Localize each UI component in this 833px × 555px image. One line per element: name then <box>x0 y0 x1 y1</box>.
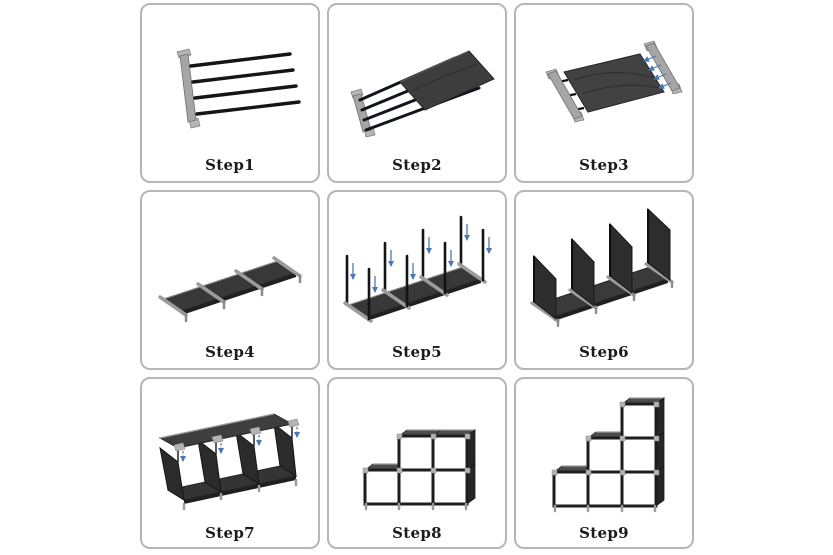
step-label: Step4 <box>205 343 255 361</box>
step7-illustration <box>142 379 318 526</box>
step-card-4: Step4 <box>140 190 320 370</box>
step-label: Step3 <box>579 156 629 174</box>
step9-illustration <box>516 379 692 526</box>
finished-panel-icon <box>545 40 683 122</box>
step-label: Step9 <box>579 524 629 542</box>
dividers-mounted-icon <box>530 207 674 327</box>
step-label: Step5 <box>392 343 442 361</box>
step-card-1: Step1 <box>140 3 320 183</box>
step7-card: Step7 <box>140 377 320 549</box>
panel-sliding-icon <box>350 49 495 137</box>
six-cube-offset-icon <box>362 428 477 510</box>
long-base-icon <box>158 255 302 322</box>
step8-illustration <box>329 379 505 526</box>
poles-insert-icon <box>343 215 492 323</box>
step5-card: Step5 <box>327 190 507 370</box>
step9-card: Step9 <box>514 377 694 549</box>
step5-illustration <box>329 192 505 345</box>
assembly-steps-grid: Step1 Step2 <box>140 3 694 549</box>
step4-illustration <box>142 192 318 345</box>
step-label: Step7 <box>205 524 255 542</box>
step-card-3: Step3 <box>514 3 694 183</box>
staircase-organizer-icon <box>551 396 666 512</box>
step3-illustration <box>516 5 692 158</box>
step-label: Step8 <box>392 524 442 542</box>
step1-illustration <box>142 5 318 158</box>
step8-card: Step8 <box>327 377 507 549</box>
step-label: Step6 <box>579 343 629 361</box>
step-label: Step2 <box>392 156 442 174</box>
step2-illustration <box>329 5 505 158</box>
step-card-2: Step2 <box>327 3 507 183</box>
rail-with-rods-icon <box>176 48 301 128</box>
step-label: Step1 <box>205 156 255 174</box>
step6-illustration <box>516 192 692 345</box>
top-shelf-attach-icon <box>158 412 300 510</box>
step6-card: Step6 <box>514 190 694 370</box>
